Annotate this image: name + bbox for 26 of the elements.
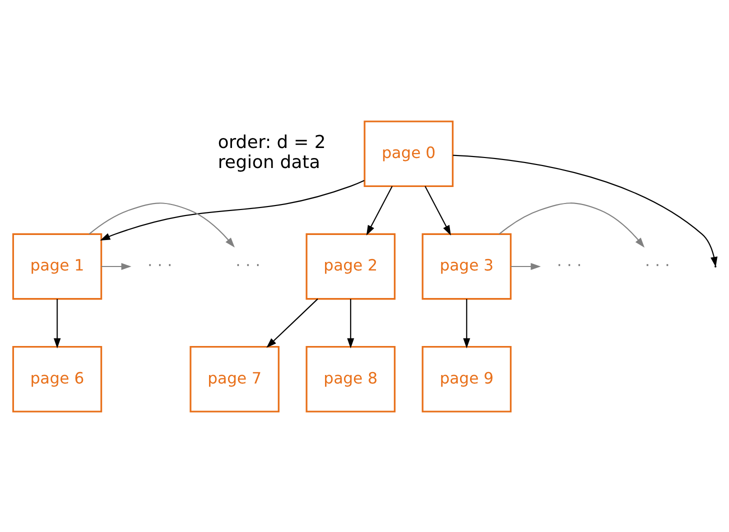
arrow — [54, 298, 61, 348]
label: order: d = 2 — [218, 132, 326, 153]
node-box: page 9 — [422, 346, 512, 412]
node-box: page 8 — [306, 346, 396, 412]
node-text: · · · — [645, 256, 670, 274]
arrow — [347, 298, 354, 348]
arrow — [266, 298, 318, 348]
arrow — [88, 202, 235, 248]
arrow — [100, 179, 364, 240]
node-text: · · · — [556, 256, 582, 274]
node-box: page 6 — [12, 346, 102, 412]
arrow — [424, 186, 451, 235]
node-box: page 7 — [190, 346, 280, 412]
arrow — [101, 262, 132, 270]
node-box: page 1 — [12, 232, 102, 300]
node-text: · · · — [236, 256, 260, 274]
label: region data — [218, 152, 320, 173]
node-box: page 2 — [306, 232, 396, 300]
arrow — [366, 186, 393, 235]
arrow — [463, 298, 470, 348]
arrow — [510, 262, 541, 270]
node-text: · · · — [147, 256, 172, 274]
node-box: page 3 — [422, 232, 512, 300]
node-box: page 0 — [364, 120, 454, 186]
arrow — [452, 154, 718, 266]
arrow — [498, 202, 645, 248]
